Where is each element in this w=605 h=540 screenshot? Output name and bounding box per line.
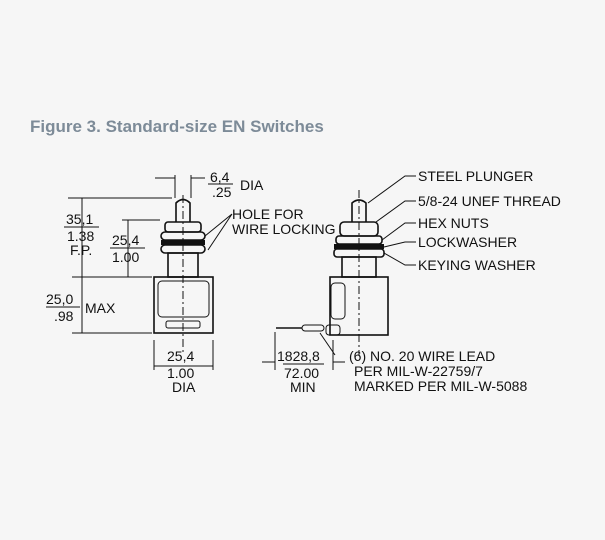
body-height-metric: 25,0: [46, 291, 73, 307]
side-view-switch: [262, 175, 416, 370]
front-view-switch: [68, 175, 233, 370]
body-dia-unit: DIA: [172, 379, 196, 395]
wire-note-line2: PER MIL-W-22759/7: [354, 363, 483, 379]
hole-label-line2: WIRE LOCKING: [232, 221, 335, 237]
body-dia-metric: 25,4: [167, 348, 194, 364]
lead-length-inch: 72.00: [284, 365, 319, 381]
hole-label-line1: HOLE FOR: [232, 206, 304, 222]
label-hex-nuts: HEX NUTS: [418, 215, 489, 231]
thread-length-metric: 25,4: [112, 232, 139, 248]
height-fp-metric: 35,1: [66, 211, 93, 227]
plunger-dia-metric: 6,4: [210, 169, 230, 185]
label-lockwasher: LOCKWASHER: [418, 234, 517, 250]
body-height-note: MAX: [85, 300, 116, 316]
plunger-dia-inch: .25: [212, 184, 232, 200]
lead-length-note: MIN: [290, 379, 316, 395]
figure-title: Figure 3. Standard-size EN Switches: [30, 117, 324, 136]
label-steel-plunger: STEEL PLUNGER: [418, 168, 533, 184]
body-dia-inch: 1.00: [167, 365, 194, 381]
lead-length-metric: 1828,8: [277, 348, 320, 364]
label-keying-washer: KEYING WASHER: [418, 257, 536, 273]
wire-note-line1: (6) NO. 20 WIRE LEAD: [349, 348, 495, 364]
height-fp-note: F.P.: [70, 242, 92, 258]
wire-note-line3: MARKED PER MIL-W-5088: [354, 378, 527, 394]
plunger-dia-unit: DIA: [240, 177, 264, 193]
thread-length-inch: 1.00: [112, 249, 139, 265]
body-height-inch: .98: [54, 308, 74, 324]
label-thread: 5/8-24 UNEF THREAD: [418, 193, 561, 209]
height-fp-inch: 1.38: [67, 228, 94, 244]
